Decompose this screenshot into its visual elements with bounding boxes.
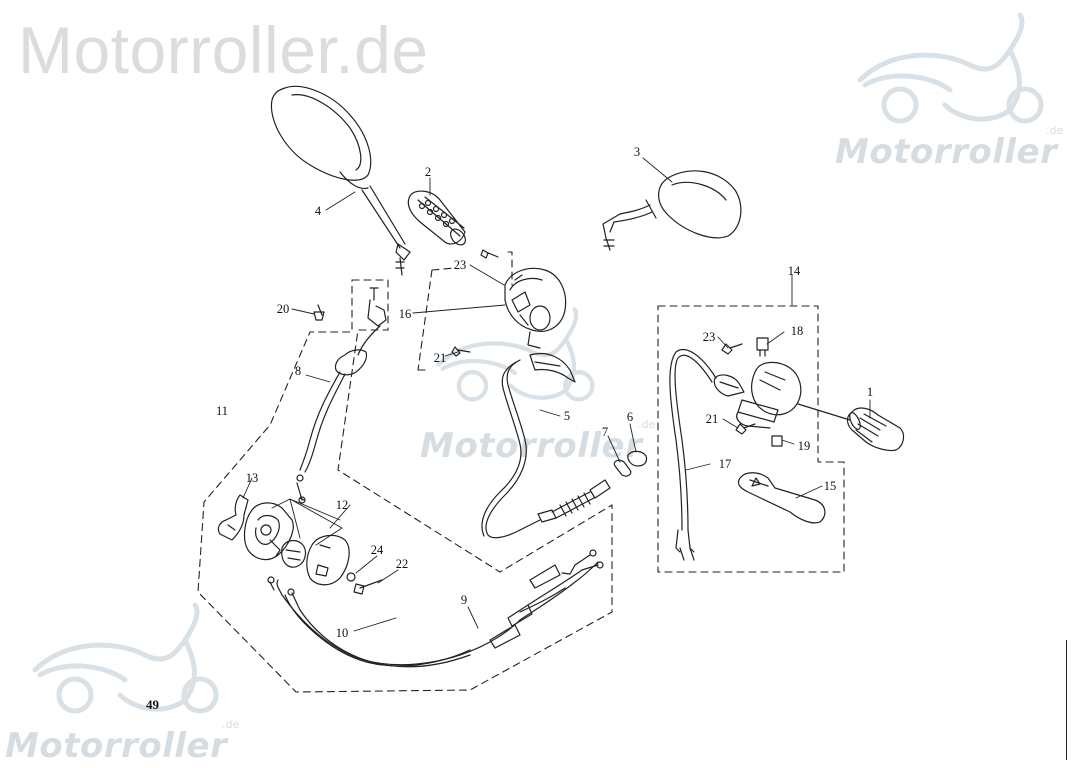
callout-5: 5 xyxy=(563,408,571,423)
callout-7: 7 xyxy=(601,424,609,439)
page-number: 49 xyxy=(146,697,159,712)
callout-21-right: 21 xyxy=(705,411,719,426)
callout-24: 24 xyxy=(370,542,384,557)
callout-2: 2 xyxy=(424,164,432,179)
part-22-screw xyxy=(353,579,383,595)
left-mirror xyxy=(270,85,411,276)
watermark-badge: Motorroller xyxy=(5,726,228,766)
part-8-cable xyxy=(296,287,387,504)
callout-13: 13 xyxy=(245,470,259,485)
watermark-badge: Motorroller xyxy=(420,426,643,466)
right-switch-housing xyxy=(713,361,802,429)
scooter-logo-icon xyxy=(32,602,219,714)
callout-23-right: 23 xyxy=(702,329,716,344)
callout-20: 20 xyxy=(276,301,290,316)
callout-21-left: 21 xyxy=(433,350,447,365)
callout-6: 6 xyxy=(626,409,634,424)
callout-4: 4 xyxy=(314,203,322,218)
left-grip xyxy=(407,190,466,246)
cables-9-10 xyxy=(267,549,604,668)
watermark-badge: Motorroller xyxy=(835,132,1058,172)
left-switch-housing xyxy=(504,267,567,349)
part-7-nut xyxy=(613,459,632,477)
callout-23-left: 23 xyxy=(453,257,467,272)
watermark-badge-sup: .de xyxy=(1046,124,1064,137)
throttle-cable xyxy=(481,352,611,539)
part-12-cover-assembly xyxy=(243,502,350,586)
callout-11: 11 xyxy=(215,403,229,418)
callout-14: 14 xyxy=(787,263,801,278)
scooter-logo-icon xyxy=(857,12,1044,124)
callout-1: 1 xyxy=(866,384,874,399)
callout-3: 3 xyxy=(633,144,641,159)
callout-17: 17 xyxy=(718,456,732,471)
right-mirror xyxy=(602,170,742,251)
callout-8: 8 xyxy=(294,363,302,378)
scooter-logo-icon xyxy=(436,307,595,402)
callout-9: 9 xyxy=(460,592,468,607)
part-24-washer xyxy=(346,572,356,582)
callout-16: 16 xyxy=(398,306,412,321)
part-15-brake-lever xyxy=(737,472,826,524)
part-17-wire xyxy=(669,348,717,561)
scan-edge-line xyxy=(1066,640,1067,760)
watermark-title: Motorroller.de xyxy=(18,13,429,87)
callout-10: 10 xyxy=(335,625,349,640)
callout-12: 12 xyxy=(335,497,349,512)
callout-15: 15 xyxy=(823,478,837,493)
watermark-badge-sup: .de xyxy=(222,718,240,731)
part-6-cap xyxy=(627,450,648,467)
callout-22: 22 xyxy=(395,556,409,571)
watermark-badge-sup: .de xyxy=(638,418,656,431)
right-grip xyxy=(797,403,905,452)
callout-19: 19 xyxy=(797,438,811,453)
callout-18: 18 xyxy=(790,323,804,338)
part-13-clip xyxy=(217,494,249,541)
